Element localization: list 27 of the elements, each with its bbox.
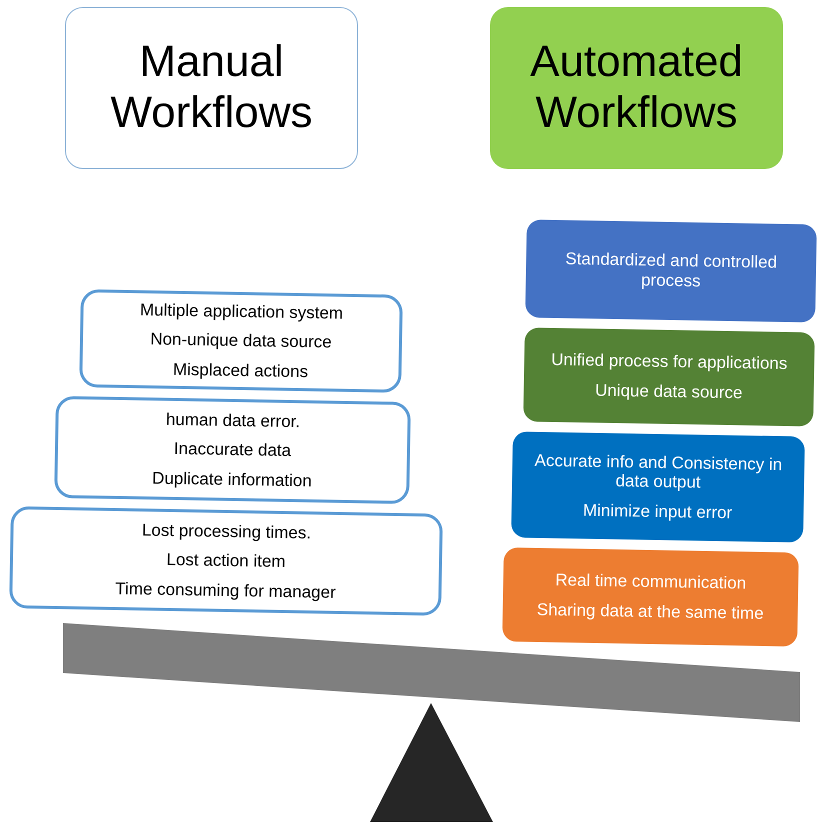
benefit-box bbox=[523, 327, 815, 427]
issue-text: Inaccurate data bbox=[172, 438, 292, 462]
issue-text: Duplicate information bbox=[150, 467, 313, 492]
benefit-text: Unique data source bbox=[594, 380, 744, 404]
header-text: Manual Workflows bbox=[109, 36, 314, 139]
benefit-box bbox=[502, 547, 799, 647]
benefit-text: Accurate info and Consistency in data output bbox=[534, 450, 784, 494]
issue-box bbox=[54, 396, 411, 504]
issue-text: Non-unique data source bbox=[149, 328, 333, 354]
benefit-box bbox=[525, 219, 817, 323]
issue-box bbox=[9, 506, 443, 616]
benefit-text: Standardized and controlled process bbox=[564, 248, 778, 293]
header-box bbox=[490, 7, 783, 169]
header-box bbox=[65, 7, 358, 169]
benefit-text: Unified process for applications bbox=[550, 349, 789, 376]
benefit-text: Sharing data at the same time bbox=[536, 599, 765, 625]
benefit-text: Real time communication bbox=[554, 570, 748, 596]
issue-text: human data error. bbox=[164, 408, 302, 433]
issue-text: Lost processing times. bbox=[140, 519, 312, 544]
issue-text: Time consuming for manager bbox=[114, 578, 337, 604]
header-text: Automated Workflows bbox=[529, 36, 744, 139]
issue-box bbox=[79, 289, 403, 393]
benefit-box bbox=[511, 431, 805, 543]
benefit-text: Minimize input error bbox=[582, 499, 734, 524]
issue-text: Multiple application system bbox=[138, 298, 344, 324]
issue-text: Lost action item bbox=[165, 549, 287, 574]
issue-text: Misplaced actions bbox=[172, 358, 310, 383]
